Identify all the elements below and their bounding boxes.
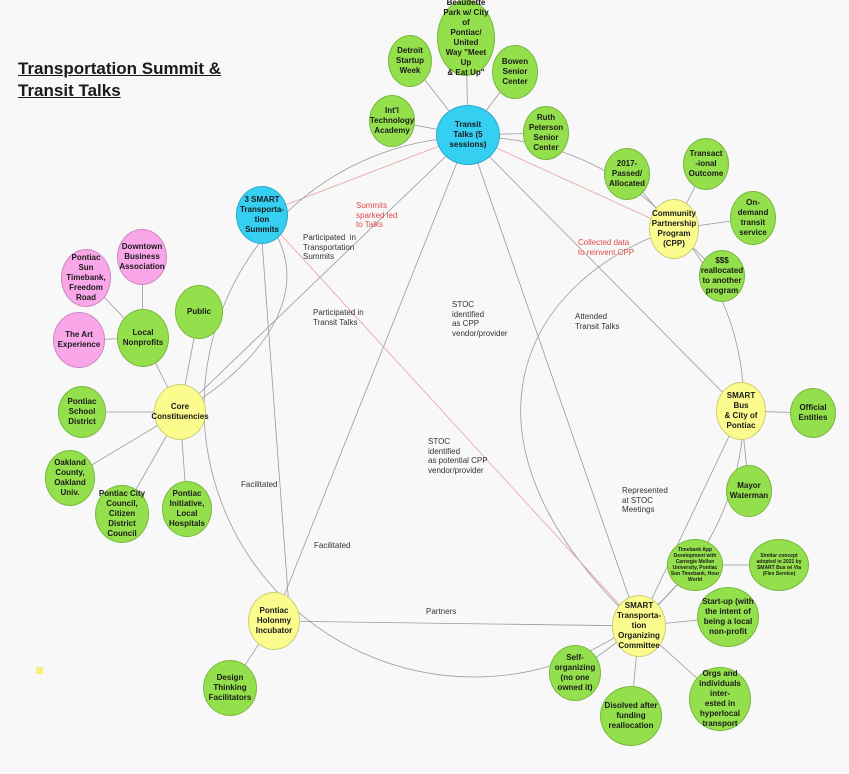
edge-talks-stoc <box>467 134 640 627</box>
node-public[interactable]: Public <box>175 285 223 339</box>
edge-cpp-stoc <box>520 228 675 627</box>
edge-label-partners: Partners <box>426 607 457 616</box>
edge-talks-bus <box>467 134 742 412</box>
edge-summits-talks-red <box>261 134 469 215</box>
edge-label-participated-talks: Participated in Transit Talks <box>313 308 364 327</box>
yellow-square-marker <box>36 667 43 674</box>
edge-talks-holonomy <box>273 134 469 622</box>
diagram-title: Transportation Summit & Transit Talks <box>18 59 222 100</box>
edge-label-attended: Attended Transit Talks <box>575 312 620 331</box>
edge-label-participated-summits: Participated in Transportation Summits <box>303 233 356 261</box>
node-passed[interactable]: 2017-Passed/Allocated <box>604 148 650 200</box>
edge-label-facilitated-2: Facilitated <box>314 541 351 550</box>
edge-summits-stoc-red <box>261 213 640 627</box>
edge-label-collected-data: Collected data to reinvent CPP <box>578 238 635 257</box>
edge-core-summits <box>179 214 288 413</box>
edge-label-stoc-potential: STOC identified as potential CPP vendor/… <box>428 437 488 475</box>
edge-talks-cpp-red <box>467 134 675 230</box>
edge-holonomy-stoc <box>273 620 640 627</box>
edge-label-summits-sparked: Summits sparked led to Talks <box>356 201 398 229</box>
edge-core-talks <box>179 134 469 413</box>
edge-bus-stoc <box>638 410 742 627</box>
edge-label-stoc-cpp: STOC identified as CPP vendor/provider <box>452 300 508 338</box>
edge-label-represented: Represented at STOC Meetings <box>622 486 668 514</box>
edge-summits-holonomy <box>259 213 291 622</box>
edge-label-facilitated-1: Facilitated <box>241 480 278 489</box>
